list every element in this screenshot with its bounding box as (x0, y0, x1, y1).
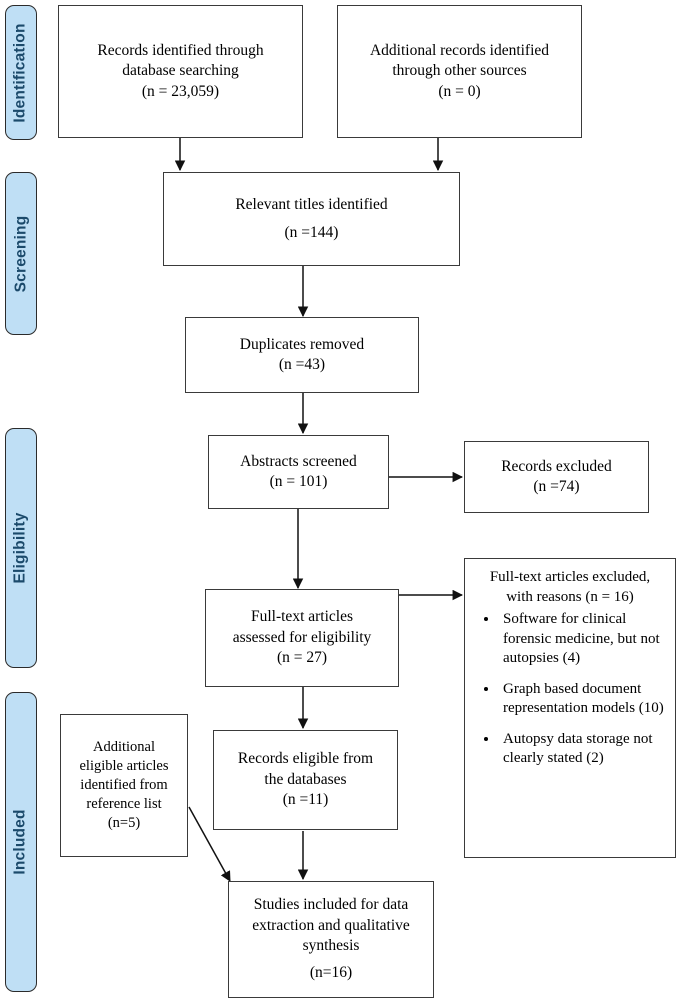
node-additional-eligible-line3: identified from (80, 776, 168, 793)
node-additional-eligible-line4: reference list (86, 796, 162, 813)
node-additional-records-line1: Additional records identified (369, 41, 550, 59)
node-studies-included-count: (n=16) (309, 964, 353, 982)
node-fulltext-assessed-line1: Full-text articles (250, 608, 353, 626)
stage-tab-screening: Screening (5, 172, 37, 335)
node-fulltext-assessed-count: (n = 27) (276, 649, 328, 667)
node-studies-included-line2: extraction and qualitative (252, 916, 410, 934)
node-fulltext-excluded: Full-text articles excluded, with reason… (464, 558, 676, 858)
node-fulltext-excluded-head1: Full-text articles excluded, (489, 569, 651, 585)
node-records-excluded: Records excluded (n =74) (464, 441, 649, 513)
stage-tab-included: Included (5, 692, 37, 992)
node-abstracts-screened-line1: Abstracts screened (240, 452, 357, 470)
node-abstracts-screened: Abstracts screened (n = 101) (208, 435, 389, 509)
node-relevant-titles: Relevant titles identified (n =144) (163, 172, 460, 266)
node-duplicates-removed-line1: Duplicates removed (239, 335, 365, 353)
node-records-identified-line2: database searching (122, 62, 239, 80)
stage-label-identification: Identification (12, 22, 29, 123)
node-duplicates-removed: Duplicates removed (n =43) (185, 317, 419, 393)
stage-tab-identification: Identification (5, 5, 37, 140)
node-studies-included-line3: synthesis (302, 937, 360, 954)
node-studies-included-line1: Studies included for data (253, 896, 409, 914)
node-fulltext-excluded-reason-list: Software for clinical forensic medicine,… (473, 610, 667, 769)
node-records-identified-count: (n = 23,059) (141, 82, 220, 100)
node-records-identified: Records identified through database sear… (58, 5, 303, 138)
stage-tab-eligibility: Eligibility (5, 428, 37, 668)
node-fulltext-excluded-head2: with reasons (n = 16) (506, 588, 634, 605)
stage-label-eligibility: Eligibility (12, 512, 30, 584)
node-duplicates-removed-count: (n =43) (278, 356, 326, 373)
node-relevant-titles-count: (n =144) (284, 223, 339, 241)
node-fulltext-assessed-line2: assessed for eligibility (232, 628, 372, 646)
node-studies-included: Studies included for data extraction and… (228, 881, 434, 998)
node-abstracts-screened-count: (n = 101) (269, 473, 328, 490)
node-records-eligible: Records eligible from the databases (n =… (213, 730, 398, 830)
node-fulltext-assessed: Full-text articles assessed for eligibil… (205, 589, 399, 687)
node-records-excluded-count: (n =74) (533, 478, 580, 495)
node-records-identified-line1: Records identified through (97, 41, 264, 59)
list-item: Graph based document representation mode… (499, 680, 667, 719)
stage-label-screening: Screening (12, 215, 29, 292)
node-additional-eligible-count: (n=5) (107, 815, 141, 832)
node-relevant-titles-line1: Relevant titles identified (235, 196, 388, 214)
node-additional-eligible-line1: Additional (92, 738, 156, 755)
node-additional-records: Additional records identified through ot… (337, 5, 582, 138)
node-additional-eligible-line2: eligible articles (79, 757, 169, 774)
node-records-excluded-line1: Records excluded (501, 457, 612, 475)
node-additional-records-count: (n = 0) (438, 82, 481, 100)
list-item: Autopsy data storage not clearly stated … (499, 730, 667, 769)
stage-label-included: Included (12, 809, 30, 875)
node-additional-eligible: Additional eligible articles identified … (60, 714, 188, 857)
node-records-eligible-line2: the databases (264, 770, 347, 788)
node-records-eligible-line1: Records eligible from (237, 750, 374, 768)
node-additional-records-line2: through other sources (392, 62, 527, 80)
list-item: Software for clinical forensic medicine,… (499, 610, 667, 669)
node-records-eligible-count: (n =11) (282, 791, 329, 809)
